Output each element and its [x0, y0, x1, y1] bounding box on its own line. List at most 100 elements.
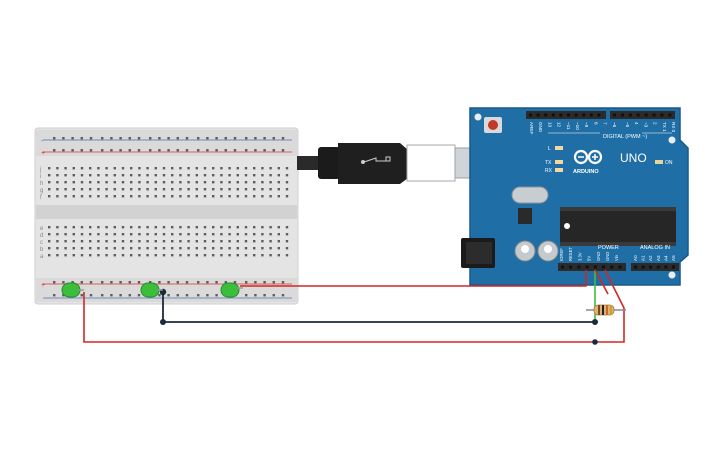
breadboard-hole [269, 188, 272, 191]
breadboard-hole [212, 174, 215, 177]
header-hole [620, 113, 624, 117]
breadboard-hole [162, 240, 166, 243]
breadboard-hole [228, 233, 231, 236]
breadboard-hole [121, 174, 125, 177]
breadboard-hole [281, 149, 285, 152]
led-icon[interactable] [220, 282, 243, 298]
breadboard-hole [236, 247, 239, 250]
breadboard-hole [162, 188, 166, 191]
digital-pin-label: ~6 [612, 122, 617, 128]
reset-button-icon[interactable] [484, 117, 502, 133]
breadboard-hole [89, 137, 93, 140]
row-letter: c [40, 240, 43, 246]
breadboard-hole [89, 149, 93, 152]
breadboard-hole [261, 181, 264, 184]
breadboard-hole [146, 240, 149, 243]
breadboard-hole [154, 240, 157, 243]
breadboard-hole [162, 181, 166, 184]
header-hole [582, 113, 586, 117]
breadboard-hole [72, 247, 75, 250]
header-hole [664, 265, 668, 269]
breadboard-hole [64, 247, 67, 250]
breadboard-hole [72, 181, 75, 184]
row-letter: a [40, 254, 44, 260]
breadboard-hole [272, 137, 275, 140]
header-hole [569, 265, 573, 269]
breadboard-hole [269, 240, 272, 243]
led-icon[interactable] [140, 282, 163, 298]
led-icon[interactable] [61, 282, 84, 298]
breadboard-hole [64, 195, 67, 198]
breadboard-hole [138, 226, 141, 229]
breadboard-hole [121, 188, 125, 191]
breadboard-hole [113, 240, 116, 243]
breadboard-hole [281, 137, 285, 140]
breadboard-row-letters: j i h g f e d c b a [39, 167, 44, 260]
breadboard-hole [203, 240, 207, 243]
breadboard-hole [195, 174, 198, 177]
breadboard-hole [121, 226, 125, 229]
breadboard-hole [97, 240, 100, 243]
wire-red-led1[interactable] [83, 269, 625, 343]
breadboard-hole [245, 294, 248, 297]
wire-red-5v[interactable] [594, 269, 609, 295]
header-hole [644, 113, 648, 117]
wire-red-led3[interactable] [240, 270, 587, 287]
breadboard-hole [206, 149, 209, 152]
breadboard-hole [71, 281, 74, 284]
breadboard-hole [195, 254, 198, 257]
breadboard-hole [206, 137, 209, 140]
header-hole [577, 265, 581, 269]
breadboard-hole [254, 137, 257, 140]
breadboard-hole [146, 188, 149, 191]
breadboard-hole [48, 167, 51, 170]
breadboard-hole [64, 226, 67, 229]
breadboard-hole [244, 195, 248, 198]
breadboard-hole [64, 254, 67, 257]
row-letter: d [40, 233, 43, 239]
breadboard-hole [236, 233, 239, 236]
breadboard-hole [105, 188, 108, 191]
breadboard-hole [236, 195, 239, 198]
breadboard-hole [105, 247, 108, 250]
breadboard-hole [187, 247, 190, 250]
breadboard-hole [253, 233, 256, 236]
breadboard-hole [80, 254, 84, 257]
breadboard-hole [154, 226, 157, 229]
header-hole [567, 113, 570, 117]
breadboard-hole [110, 137, 113, 140]
breadboard-hole [56, 167, 59, 170]
row-letter: h [40, 181, 43, 187]
breadboard-hole [130, 254, 133, 257]
breadboard-hole [64, 167, 67, 170]
usb-cable-icon[interactable] [297, 143, 474, 184]
breadboard-hole [195, 188, 198, 191]
breadboard-hole [253, 254, 256, 257]
breadboard-hole [203, 167, 207, 170]
header-hole [585, 265, 589, 269]
breadboard-hole [220, 174, 223, 177]
breadboard-hole [179, 167, 182, 170]
breadboard-hole [285, 254, 289, 257]
breadboard-hole [244, 174, 248, 177]
breadboard-hole [48, 174, 51, 177]
breadboard-hole [167, 149, 170, 152]
breadboard-hole [212, 240, 215, 243]
breadboard-hole [113, 233, 116, 236]
breadboard-hole [121, 247, 125, 250]
breadboard-hole [167, 281, 170, 284]
breadboard-hole [62, 294, 65, 297]
power-label: POWER [598, 245, 619, 251]
breadboard-hole [119, 149, 122, 152]
resistor-icon[interactable] [586, 304, 626, 316]
breadboard-hole [197, 281, 200, 284]
breadboard-hole [285, 181, 289, 184]
breadboard-hole [203, 174, 207, 177]
breadboard-hole [228, 226, 231, 229]
breadboard[interactable]: + - + j i h g f e d c b a [34, 127, 299, 305]
breadboard-hole [261, 174, 264, 177]
header-hole [544, 113, 548, 117]
breadboard-hole [56, 226, 59, 229]
breadboard-hole [245, 137, 248, 140]
